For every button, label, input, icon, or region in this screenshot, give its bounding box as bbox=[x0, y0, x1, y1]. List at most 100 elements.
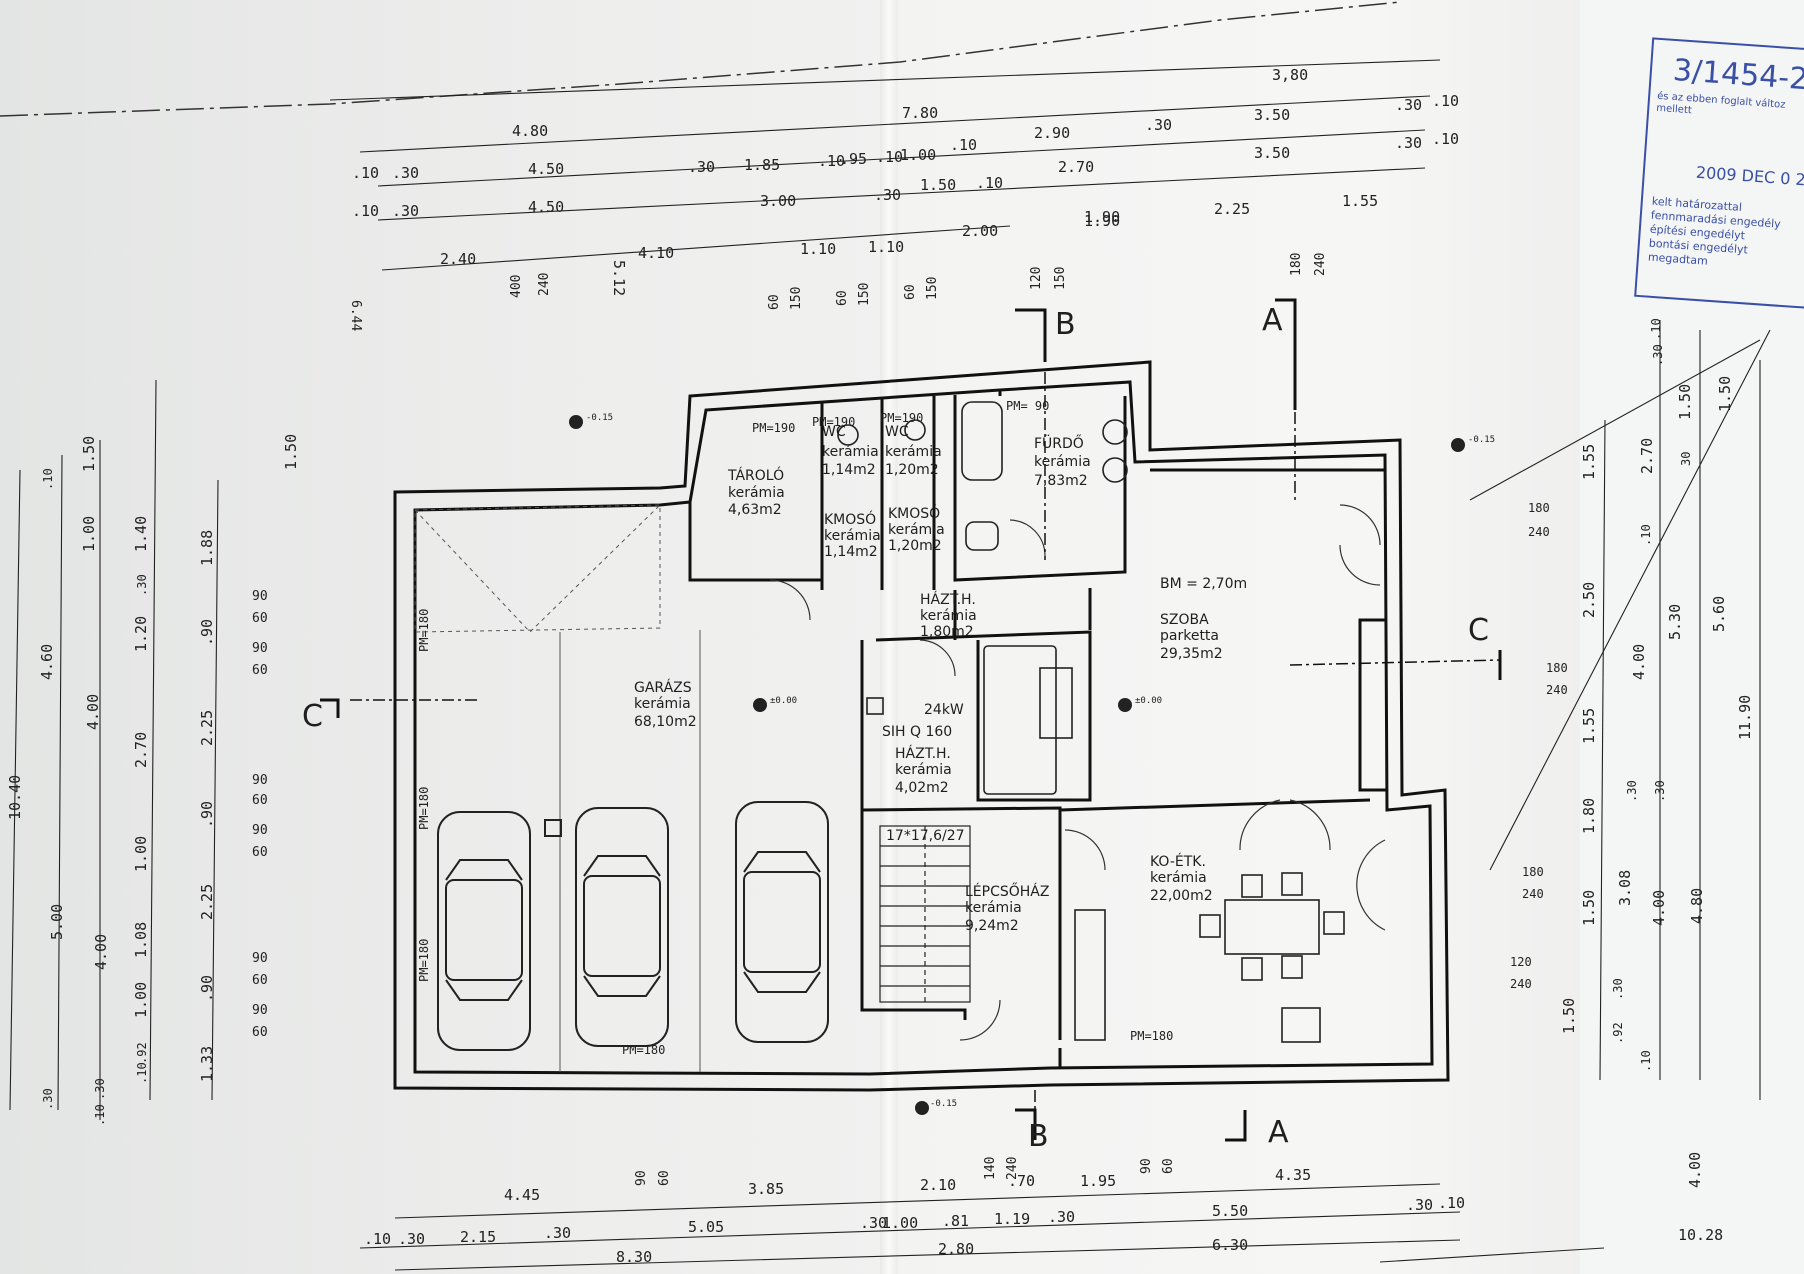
dim-lopen-7: 60 bbox=[252, 845, 268, 860]
room-szoba-name: SZOBA bbox=[1160, 612, 1209, 628]
dim-right-small-5: .30 bbox=[1653, 780, 1667, 802]
dim-top-r3-12: .30 bbox=[1395, 134, 1422, 152]
dim-top-r3-1: .30 bbox=[392, 164, 419, 182]
top-dimensions: 3,80 4.80 7.80 2.90 .30 3.50 .30 .10 .10… bbox=[352, 66, 1459, 296]
room-hazth2-area: 4,02m2 bbox=[895, 780, 949, 796]
furniture bbox=[837, 401, 1345, 1043]
dim-left-c1-1: 5.00 bbox=[48, 904, 66, 940]
dim-lopen-11: 60 bbox=[252, 1025, 268, 1040]
dim-left-c4-6: .90 bbox=[198, 975, 216, 1002]
room-koetk: KO-ÉTK. kerámia 22,00m2 bbox=[1150, 853, 1213, 904]
dim-top-r4-2: 4.50 bbox=[528, 198, 564, 216]
dim-right-small-8: .10 bbox=[1639, 1050, 1653, 1072]
stamp-line-2: mellett bbox=[1656, 103, 1692, 116]
site-boundary-line bbox=[0, 1, 1401, 117]
sofa bbox=[983, 645, 1057, 795]
section-a-bottom: A bbox=[1268, 1115, 1289, 1150]
section-b-bottom: B bbox=[1028, 1119, 1049, 1154]
dim-top-r3-4: 1.85 bbox=[744, 156, 780, 174]
dim-top-r3-7: .10 bbox=[876, 148, 903, 166]
dim-left-small-4: .30 bbox=[135, 574, 149, 596]
dim-left-c3-0: 1.50 bbox=[80, 436, 98, 472]
car-3 bbox=[735, 801, 829, 1043]
dim-top-r3-13: .10 bbox=[1432, 130, 1459, 148]
ceiling-height-note: BM = 2,70m bbox=[1160, 576, 1247, 592]
room-koetk-area: 22,00m2 bbox=[1150, 888, 1213, 904]
dim-open-8: 150 bbox=[925, 277, 940, 300]
right-opening-dims: 180 240 180 240 180 240 120 240 bbox=[1510, 501, 1568, 991]
dim-open-0: 6.44 bbox=[348, 300, 363, 331]
paper-fold bbox=[880, 0, 898, 1274]
dim-right-total: 11.90 bbox=[1736, 695, 1754, 740]
dim-top-r3-6: .95 bbox=[840, 150, 867, 168]
room-hazth1-material: kerámia bbox=[920, 608, 977, 624]
dim-bot-r2-1: .30 bbox=[398, 1230, 425, 1248]
dim-bot-r1-1: 3.85 bbox=[748, 1180, 784, 1198]
dim-top-r2-6: .10 bbox=[1432, 92, 1459, 110]
dim-right-c1-0: 1.55 bbox=[1580, 444, 1598, 480]
window-mark-2: PM=190 bbox=[812, 415, 855, 429]
dim-bot-r3-1: 2.80 bbox=[938, 1240, 974, 1258]
dim-top-r2-0: 4.80 bbox=[512, 122, 548, 140]
dim-lopen-9: 60 bbox=[252, 973, 268, 988]
dim-bot-r1-3: .70 bbox=[1008, 1172, 1035, 1190]
dim-bot-r2-9: .30 bbox=[1048, 1208, 1075, 1226]
stamp-number: 3/1454-20 bbox=[1672, 53, 1804, 99]
boiler-box bbox=[866, 697, 884, 715]
dim-bot-r2-5: .30 bbox=[860, 1214, 887, 1232]
dim-right-small-6: .92 bbox=[1611, 1022, 1625, 1044]
dim-right-small-7: .30 bbox=[1611, 978, 1625, 1000]
exterior-walls bbox=[393, 360, 1450, 1092]
dim-left-c2-1: 4.00 bbox=[92, 934, 110, 970]
dim-ropen-6: 120 bbox=[1510, 955, 1532, 969]
dim-top-r4-5: 1.50 bbox=[920, 176, 956, 194]
dimension-lines bbox=[9, 59, 1771, 1271]
room-wc1: WC kerámia 1,14m2 bbox=[822, 424, 879, 478]
car-2 bbox=[575, 807, 669, 1047]
dim-top-r2-5: .30 bbox=[1395, 96, 1422, 114]
dim-right-small-0: .10 bbox=[1649, 318, 1663, 340]
dim-right-small-3: .10 bbox=[1639, 524, 1653, 546]
dim-bot-r3-2: 6.30 bbox=[1212, 1236, 1248, 1254]
room-kmoso1-name: KMOSÓ bbox=[824, 510, 876, 528]
boiler-power-note: 24kW bbox=[924, 702, 964, 718]
dim-bot-r1-2: 2.10 bbox=[920, 1176, 956, 1194]
dim-right-small-4: .30 bbox=[1625, 780, 1639, 802]
dim-top-r2-3: .30 bbox=[1145, 116, 1172, 134]
dim-top-r4-6: .10 bbox=[976, 174, 1003, 192]
room-kmoso2-name: KMOSÓ bbox=[888, 504, 940, 522]
approval-stamp bbox=[1634, 37, 1804, 309]
level-note-3: -0.15 bbox=[930, 1099, 957, 1109]
room-wc1-area: 1,14m2 bbox=[822, 462, 876, 478]
dim-bot-r3-0: 8.30 bbox=[616, 1248, 652, 1266]
dim-top-r3-9: .10 bbox=[950, 136, 977, 154]
dim-lopen-1: 60 bbox=[252, 611, 268, 626]
room-hazth2-name: HÁZT.H. bbox=[895, 745, 951, 762]
garage-column bbox=[544, 819, 562, 837]
dim-top-r5-4: 1.10 bbox=[868, 238, 904, 256]
room-hazth1-area: 1,80m2 bbox=[920, 624, 974, 640]
staircase bbox=[879, 825, 971, 1003]
plan-notes: BM = 2,70m 24kW SIH Q 160 17*17,6/27 -0.… bbox=[586, 413, 1495, 1109]
door-swings bbox=[769, 504, 1386, 1041]
window-mark-4: PM= 90 bbox=[1006, 399, 1049, 413]
dim-open-7: 60 bbox=[903, 284, 918, 300]
garage-door-swing-lines bbox=[414, 504, 701, 1072]
dim-top-r3-3: .30 bbox=[688, 158, 715, 176]
boiler-type-note: SIH Q 160 bbox=[882, 724, 952, 740]
dim-left-small-5: .92 bbox=[135, 1042, 149, 1064]
room-kmoso2: KMOSÓ kerámia 1,20m2 bbox=[888, 504, 945, 554]
room-kmoso2-material: kerámia bbox=[888, 522, 945, 538]
dim-lopen-4: 90 bbox=[252, 773, 268, 788]
dim-top-r3-0: .10 bbox=[352, 164, 379, 182]
room-lepcsohaz-area: 9,24m2 bbox=[965, 918, 1019, 934]
room-labels: TÁROLÓ kerámia 4,63m2 WC kerámia 1,14m2 … bbox=[634, 424, 1223, 934]
dim-top-r5-6: 1.90 bbox=[1084, 212, 1120, 230]
dim-bot-r2-6: 1.00 bbox=[882, 1214, 918, 1232]
dim-right-c1-4: 1.50 bbox=[1580, 890, 1598, 926]
window-marks: PM=190 PM=190 PM=190 PM= 90 PM=180 PM=18… bbox=[417, 399, 1173, 1057]
stamp-date: 2009 DEC 0 2 bbox=[1695, 163, 1804, 190]
bottom-dimensions: 4.45 3.85 2.10 .70 1.95 4.35 .10 .30 2.1… bbox=[364, 1166, 1465, 1266]
dim-bot-r2-2: 2.15 bbox=[460, 1228, 496, 1246]
kitchen-counter bbox=[1074, 909, 1106, 1041]
